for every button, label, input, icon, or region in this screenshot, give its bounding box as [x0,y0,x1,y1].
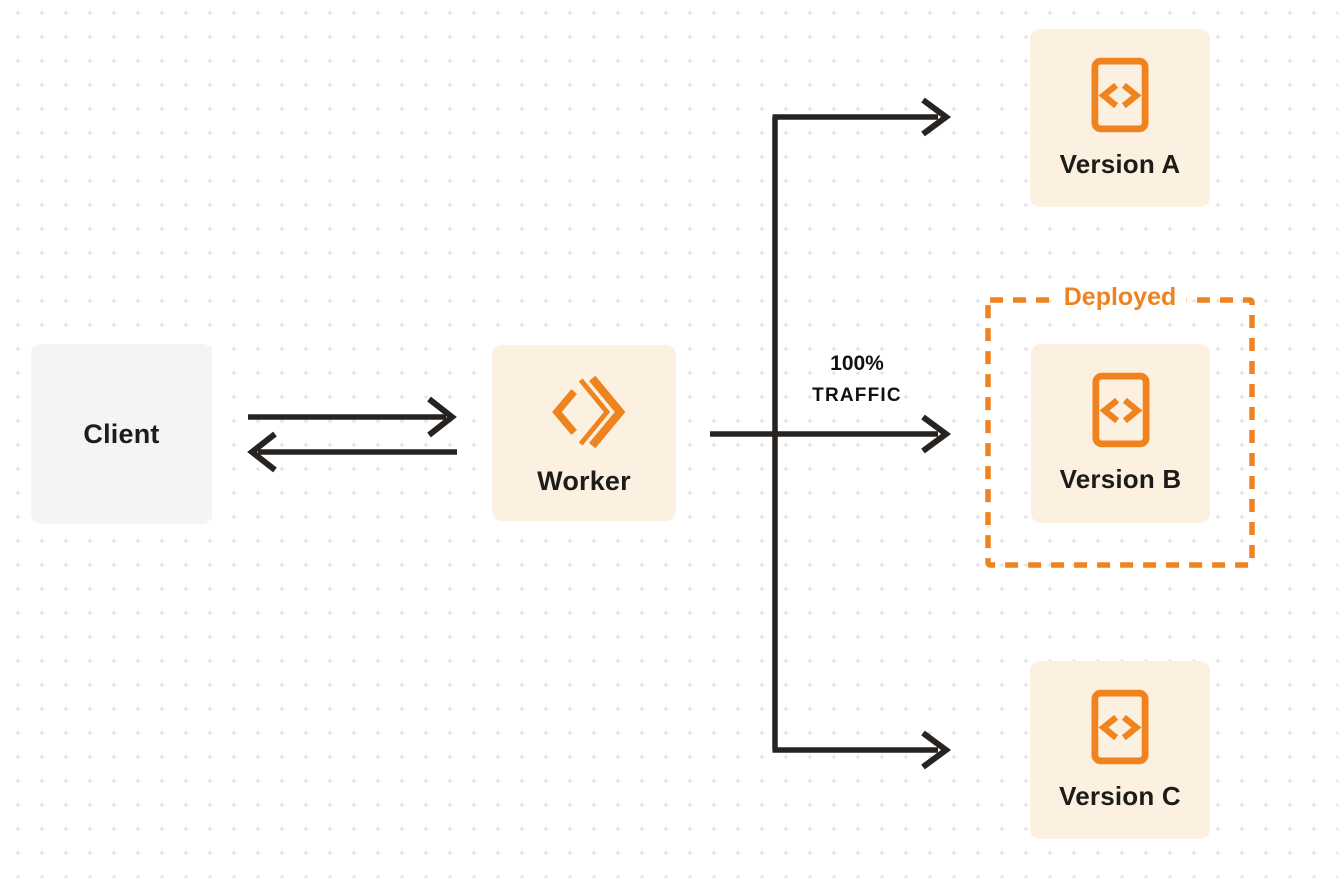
code-file-icon [1091,57,1149,132]
worker-label: Worker [537,465,631,496]
version-a-label: Version A [1059,148,1181,179]
version-c-label: Version C [1059,780,1181,811]
arrow-to-version-c [772,730,952,770]
code-file-icon [1091,689,1149,764]
deployed-label: Deployed [1053,281,1187,313]
worker-node: Worker [492,345,676,521]
version-c-node: Version C [1030,661,1210,839]
code-file-icon [1091,372,1150,448]
client-label: Client [83,418,160,449]
deployed-dashed-border [985,297,1255,568]
arrow-to-version-a [772,97,952,137]
arrow-to-version-b [775,414,952,454]
traffic-trunk-line [710,117,778,750]
worker-to-client-arrow [247,431,457,473]
deployed-group: Deployed [985,281,1255,568]
version-b-label: Version B [1059,464,1182,494]
client-to-worker-arrow [248,396,457,438]
version-b-node: Version B [1031,344,1210,523]
version-a-node: Version A [1030,29,1210,207]
traffic-word: TRAFFIC [812,385,902,406]
client-node: Client [31,344,212,524]
traffic-label: 100% TRAFFIC [793,351,921,409]
cloudflare-workers-logo-icon [552,375,625,448]
traffic-percent: 100% [830,352,884,375]
